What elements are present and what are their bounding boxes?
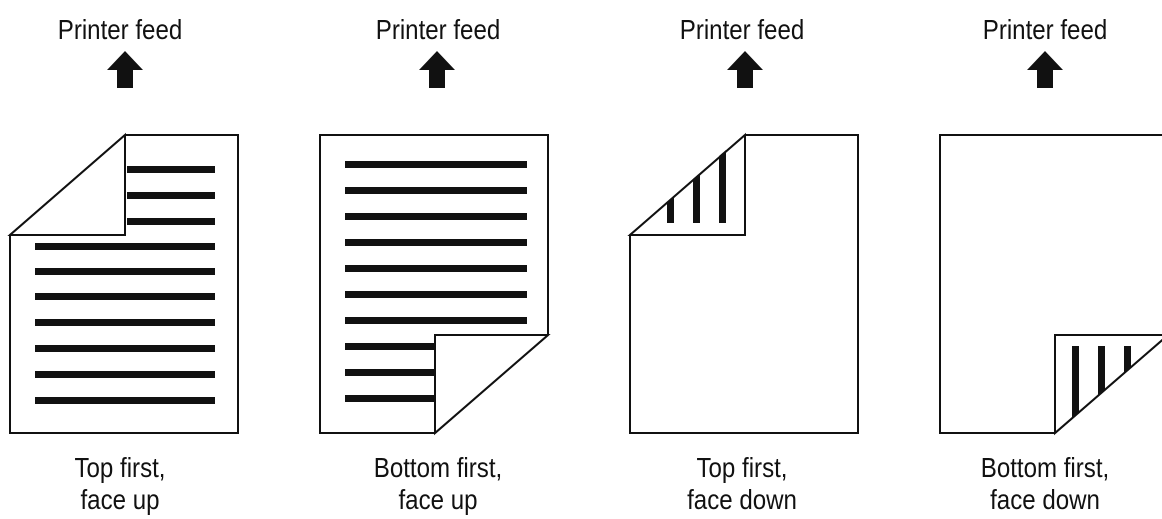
panel-top-first-face-up: Printer feed Top first, face up xyxy=(0,0,250,519)
panel-caption: Bottom first, face down xyxy=(941,452,1149,516)
caption-line-1: Top first, xyxy=(696,452,788,483)
panel-bottom-first-face-down: Printer feed Bottom first, face down xyxy=(920,0,1162,519)
up-arrow-icon xyxy=(107,51,143,88)
caption-line-2: face up xyxy=(80,484,160,515)
printer-feed-label: Printer feed xyxy=(982,14,1108,45)
printer-feed-label: Printer feed xyxy=(679,14,805,45)
sheet-icon xyxy=(939,134,1162,436)
panel-bottom-first-face-up: Printer feed Bottom first, face up xyxy=(300,0,560,519)
panel-caption: Top first, face down xyxy=(630,452,854,516)
caption-line-2: face down xyxy=(687,484,797,515)
up-arrow-icon xyxy=(419,51,455,88)
caption-line-1: Bottom first, xyxy=(980,452,1110,483)
sheet-icon xyxy=(7,132,239,434)
panel-caption: Bottom first, face up xyxy=(326,452,550,516)
printer-feed-label: Printer feed xyxy=(57,14,183,45)
panel-top-first-face-down: Printer feed Top first, face down xyxy=(610,0,870,519)
caption-line-1: Bottom first, xyxy=(373,452,503,483)
up-arrow-icon xyxy=(727,51,763,88)
panel-caption: Top first, face up xyxy=(13,452,228,516)
caption-line-2: face up xyxy=(398,484,478,515)
sheet-icon xyxy=(319,134,551,436)
printer-feed-label: Printer feed xyxy=(375,14,501,45)
caption-line-1: Top first, xyxy=(74,452,166,483)
caption-line-2: face down xyxy=(990,484,1100,515)
sheet-icon xyxy=(627,132,859,434)
up-arrow-icon xyxy=(1027,51,1063,88)
